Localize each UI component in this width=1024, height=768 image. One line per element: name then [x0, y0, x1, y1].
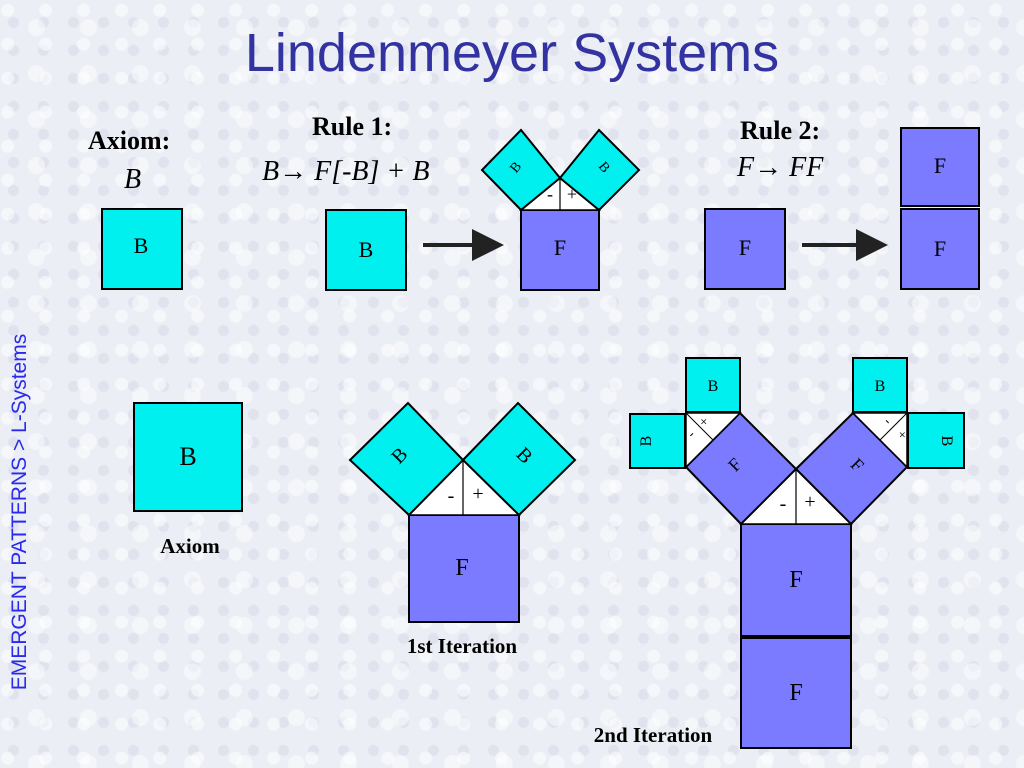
axiom-stage-label: B — [179, 442, 196, 471]
rule1-heading: Rule 1: — [312, 112, 392, 141]
rule1-output: F - + B B — [480, 128, 641, 291]
iter2-b-right-label: B — [938, 436, 955, 447]
iteration-1: F - + B B — [348, 401, 577, 623]
iter2-b-left-label: B — [638, 436, 655, 447]
rule2-heading: Rule 2: — [740, 116, 820, 145]
iter2-caption: 2nd Iteration — [594, 723, 713, 747]
iter1-f-label: F — [455, 555, 468, 581]
page-title: Lindenmeyer Systems — [244, 23, 780, 83]
rule1-plus: + — [567, 184, 577, 204]
axiom-stage: B — [133, 402, 243, 512]
iter2-b-top-right-label: B — [875, 378, 886, 395]
iter1-plus: + — [472, 483, 483, 505]
axiom-value: B — [124, 164, 141, 195]
iter2-plus: + — [804, 491, 815, 513]
rule1-value: B→ F[-B] + B — [262, 156, 429, 187]
rule2-output-bottom-label: F — [934, 236, 946, 261]
rule1-input-label: B — [359, 237, 374, 262]
iter2-b-top-left-label: B — [708, 378, 719, 395]
rule2-input-square: F — [704, 208, 786, 290]
iter2-trunk-bottom-label: F — [789, 680, 802, 706]
iter1-minus: - — [448, 485, 455, 507]
rule1-minus: - — [547, 184, 553, 204]
axiom-heading: Axiom: — [88, 126, 170, 155]
iter1-caption: 1st Iteration — [407, 634, 518, 658]
rule1-input-square: B — [325, 209, 407, 291]
rule1-output-f-label: F — [554, 235, 566, 260]
axiom-rule-square: B — [101, 208, 183, 290]
rule2-output: F F — [900, 127, 980, 290]
axiom-rule-square-label: B — [134, 233, 149, 258]
iteration-2: F F - + F F - + - + B B B B — [629, 357, 965, 749]
axiom-caption: Axiom — [160, 534, 220, 558]
iter2-minus: - — [780, 493, 787, 515]
rule2-output-top-label: F — [934, 153, 946, 178]
iter2-trunk-top-label: F — [789, 567, 802, 593]
rule2-value: F→ FF — [736, 152, 824, 183]
rule2-input-label: F — [739, 235, 751, 260]
